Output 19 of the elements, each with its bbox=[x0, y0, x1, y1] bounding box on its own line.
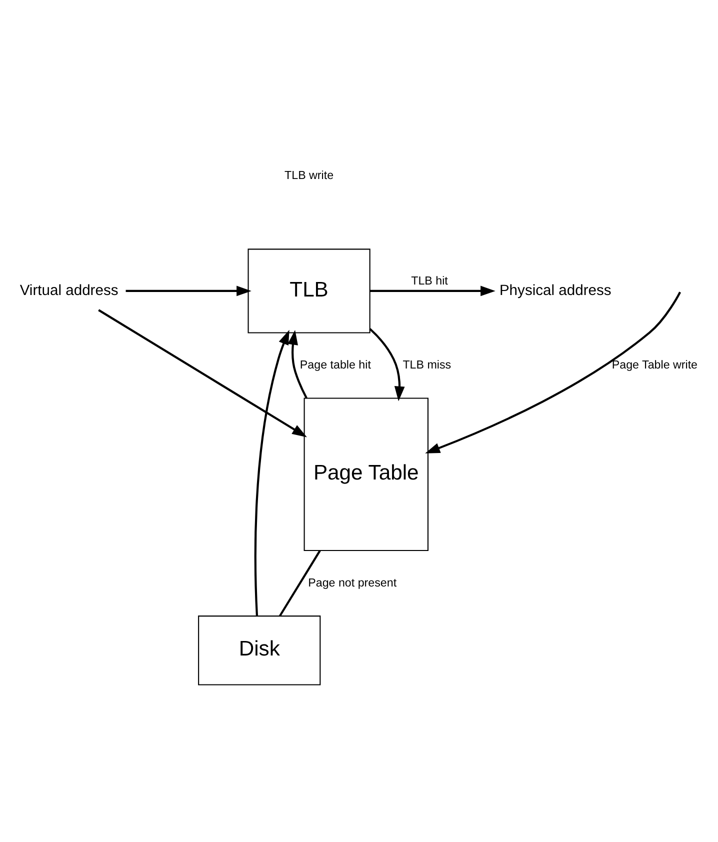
edge-label: Page not present bbox=[308, 576, 397, 590]
node-box: TLB bbox=[248, 248, 370, 334]
arrow bbox=[254, 330, 290, 616]
arrow bbox=[288, 330, 308, 399]
edge-label: Page Table write bbox=[612, 358, 698, 372]
node-text: Virtual address bbox=[20, 282, 118, 299]
arrow bbox=[126, 286, 252, 296]
edge-label: Page table hit bbox=[300, 358, 371, 372]
node-box: Page Table bbox=[304, 398, 428, 552]
connector bbox=[279, 550, 321, 616]
edge-label: TLB miss bbox=[402, 358, 452, 372]
edge-label: TLB hit bbox=[411, 274, 448, 288]
arrow bbox=[98, 309, 307, 438]
arrow bbox=[370, 286, 496, 296]
label: TLB write bbox=[284, 169, 334, 182]
arrow bbox=[369, 328, 405, 402]
node-box: Disk bbox=[198, 616, 321, 686]
arrow bbox=[425, 292, 682, 454]
node-text: Physical address bbox=[499, 282, 612, 299]
